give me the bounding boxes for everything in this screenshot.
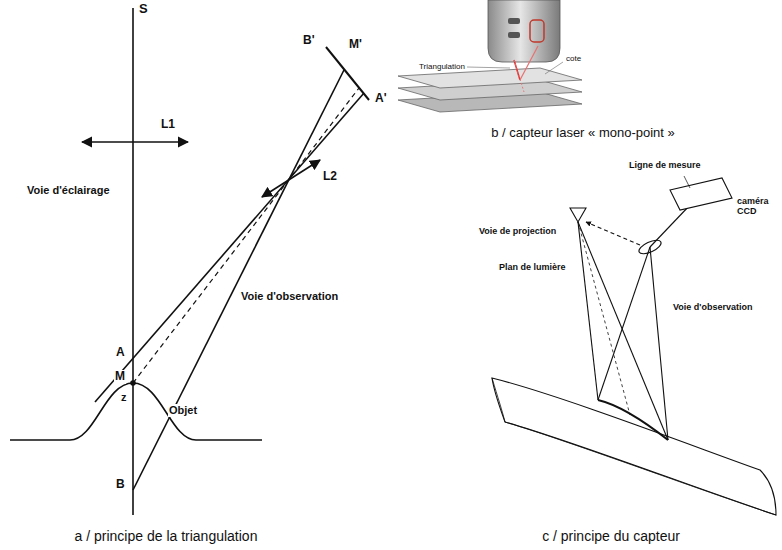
laser-sensor-figure <box>398 0 582 112</box>
illumination-axis <box>132 8 134 515</box>
baseline <box>586 222 640 245</box>
part-label: Voie d'observation <box>672 302 754 312</box>
point-name: M <box>114 370 126 384</box>
lens-l2 <box>262 160 320 197</box>
caption: b / capteur laser « mono-point » <box>432 126 734 141</box>
point-name: A' <box>374 92 388 106</box>
lens-name: L1 <box>160 118 176 132</box>
part-label: Plan de lumière <box>498 262 567 272</box>
object-profile <box>10 383 262 440</box>
part-label: Ligne de mesure <box>628 160 702 170</box>
measurement-line <box>598 400 668 440</box>
path-label: Voie d'éclairage <box>26 184 111 197</box>
observation-ray <box>650 247 668 440</box>
lens-name: L2 <box>322 170 338 184</box>
part-label: cote <box>565 54 582 63</box>
sensor-line <box>326 47 369 100</box>
part-label: Voie de projection <box>478 226 557 236</box>
camera-ccd <box>670 178 732 210</box>
axis-name: S <box>138 2 149 17</box>
lens-l1 <box>82 141 188 143</box>
projector <box>570 208 586 222</box>
point-name: B' <box>302 34 316 48</box>
height-symbol: z <box>120 391 128 404</box>
point-name: B <box>115 478 126 492</box>
point-m <box>131 381 135 385</box>
path-label: Voie d'observation <box>240 290 339 303</box>
ray-a <box>95 93 364 402</box>
object-label: Objet <box>168 404 198 417</box>
observation-ray <box>598 247 650 400</box>
caption: c / principe du capteur <box>500 528 722 544</box>
part-label: Triangulation <box>418 62 466 71</box>
light-plane-edge <box>578 222 668 440</box>
ray-m <box>133 88 359 383</box>
triangulation-figure <box>10 8 369 515</box>
measured-surface <box>492 378 776 515</box>
point-name: M' <box>348 38 363 52</box>
point-name: A <box>115 346 126 360</box>
ray-b <box>133 70 344 490</box>
part-label: caméra CCD <box>736 196 778 217</box>
caption: a / principe de la triangulation <box>40 528 292 544</box>
light-plane-edge <box>578 222 598 400</box>
